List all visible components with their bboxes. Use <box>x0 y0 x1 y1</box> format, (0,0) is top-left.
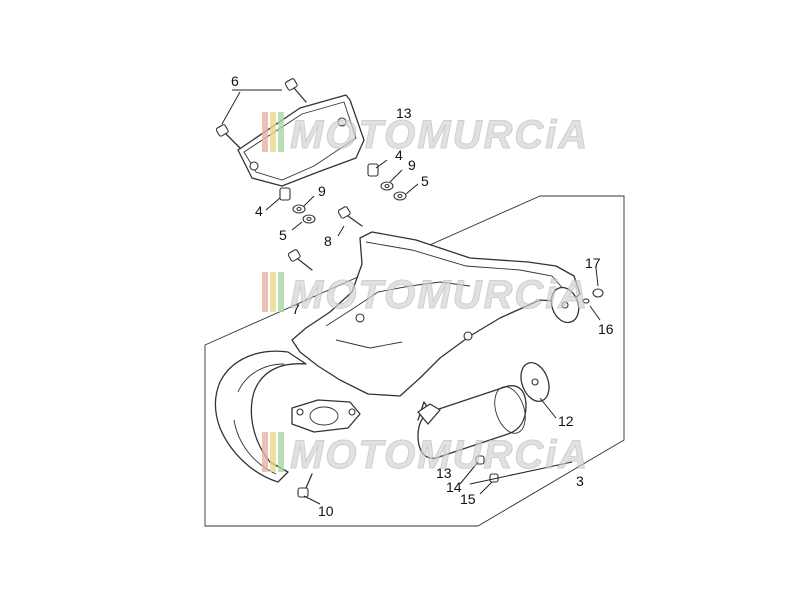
exhaust-gasket <box>291 399 361 433</box>
callout-labels: 6 13 4 9 5 4 9 5 8 7 17 16 12 13 14 15 3… <box>231 73 614 519</box>
callout-5-right: 5 <box>421 173 429 189</box>
leader-lines <box>221 89 601 505</box>
callout-9-left: 9 <box>318 183 326 199</box>
watermark-logo-text: MOTOMURCiA <box>290 113 589 157</box>
nut-5-left <box>302 214 316 224</box>
spacer-4-right <box>367 163 379 177</box>
washer-9-left <box>292 204 306 214</box>
callout-3: 3 <box>576 473 584 489</box>
outlet-plate-16 <box>550 286 580 324</box>
watermark-top: MOTOMURCiA <box>262 112 589 158</box>
watermark-middle: MOTOMURCiA <box>262 272 589 318</box>
callout-6: 6 <box>231 73 239 89</box>
callout-4-right: 4 <box>395 147 403 163</box>
callout-10: 10 <box>318 503 334 519</box>
callout-8: 8 <box>324 233 332 249</box>
assembly-outline-3 <box>204 195 625 527</box>
silencer-bracket <box>417 403 441 425</box>
bolt-8 <box>337 206 363 227</box>
callout-15: 15 <box>460 491 476 507</box>
callout-9-right: 9 <box>408 157 416 173</box>
callout-4-left: 4 <box>255 203 263 219</box>
callout-14: 14 <box>446 479 462 495</box>
callout-5-left: 5 <box>279 227 287 243</box>
callout-17: 17 <box>585 255 601 271</box>
nut-17 <box>582 288 604 304</box>
callout-7: 7 <box>292 301 300 317</box>
bolt-10 <box>297 473 313 498</box>
nut-5-right <box>393 191 407 201</box>
watermark-bottom: MOTOMURCiA <box>262 432 589 478</box>
upper-heat-shield <box>237 94 365 187</box>
watermark-logo-text: MOTOMURCiA <box>290 433 589 477</box>
exhaust-body <box>214 231 581 483</box>
washer-9-right <box>380 181 394 191</box>
watermark-logo-text: MOTOMURCiA <box>290 273 589 317</box>
spacer-4-left <box>279 187 291 201</box>
bolt-6-left <box>215 124 241 149</box>
bolt-6-upper <box>284 78 307 103</box>
callout-12: 12 <box>558 413 574 429</box>
bolt-7 <box>287 249 313 271</box>
callout-13: 13 <box>436 465 452 481</box>
callout-13-top: 13 <box>396 105 412 121</box>
callout-16: 16 <box>598 321 614 337</box>
